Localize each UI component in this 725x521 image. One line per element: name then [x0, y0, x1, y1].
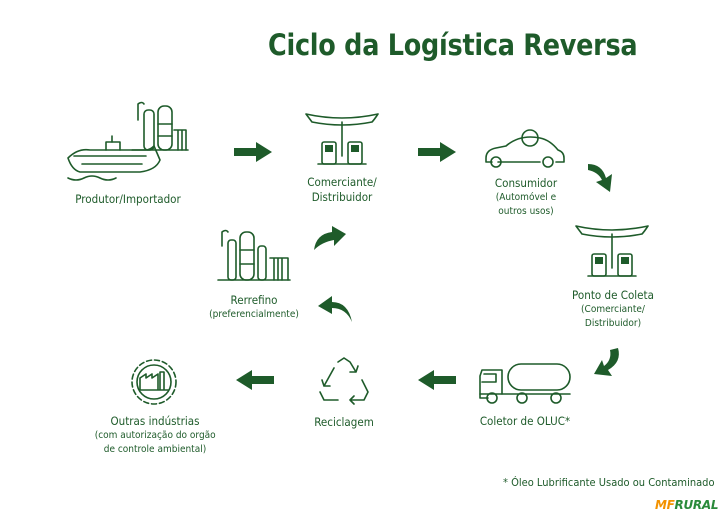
- refinery-icon: [217, 229, 291, 281]
- curved-arrow-icon: [594, 348, 619, 376]
- curved-arrow-icon: [314, 226, 346, 250]
- tanker-truck-icon: [479, 363, 571, 404]
- arrow-right-icon: [418, 142, 456, 162]
- ship-factory-icon: [67, 101, 189, 181]
- car-driver-icon: [485, 129, 565, 168]
- node-produtor-label: Produtor/Importador: [75, 192, 181, 206]
- collection-point-icon: [575, 225, 649, 277]
- curved-arrow-icon: [588, 164, 612, 192]
- node-outras-label: Outras indústrias (com autorização do or…: [94, 414, 216, 455]
- footnote: * Óleo Lubrificante Usado ou Contaminado: [503, 476, 715, 489]
- arrow-left-icon: [236, 370, 274, 390]
- arrow-right-icon: [234, 142, 272, 162]
- recycle-icon: [319, 357, 369, 405]
- curved-arrow-icon: [318, 296, 352, 322]
- brand-logo: MFRURAL: [655, 498, 719, 512]
- gas-station-icon: [305, 113, 379, 165]
- arrow-left-icon: [418, 370, 456, 390]
- node-coletor-label: Coletor de OLUC*: [479, 414, 571, 428]
- node-ponto-coleta-label: Ponto de Coleta (Comerciante/ Distribuid…: [572, 288, 654, 329]
- node-consumidor-label: Consumidor (Automóvel e outros usos): [494, 176, 558, 217]
- node-comerciante-label: Comerciante/ Distribuidor: [307, 175, 377, 204]
- gear-factory-icon: [131, 359, 177, 405]
- page-title: Ciclo da Logística Reversa: [268, 28, 638, 62]
- node-rerrefino-label: Rerrefino (preferencialmente): [209, 293, 299, 320]
- node-reciclagem-label: Reciclagem: [314, 415, 374, 429]
